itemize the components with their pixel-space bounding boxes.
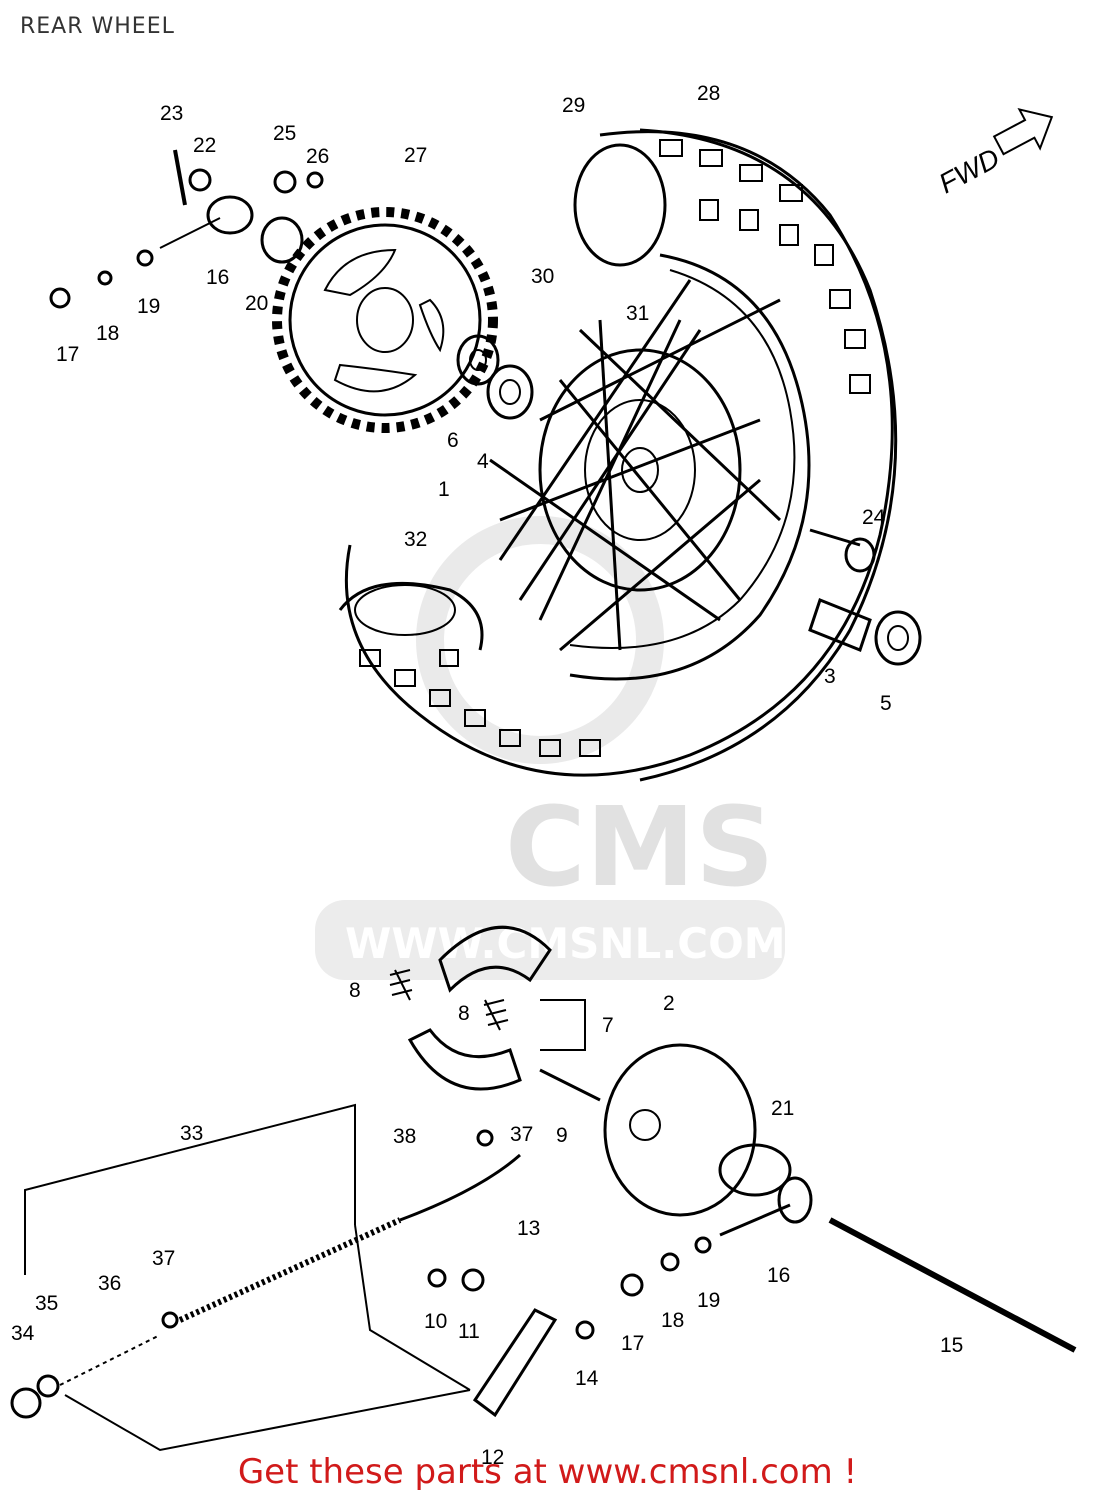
part-number-label: 18 [96, 322, 119, 345]
rear-wheel [338, 128, 898, 782]
part-number-label: 19 [697, 1289, 720, 1312]
part-number-label: 16 [767, 1264, 790, 1287]
part-number-label: 8 [458, 1002, 470, 1025]
part-number-label: 37 [510, 1123, 533, 1146]
part-number-label: 22 [193, 134, 216, 157]
part-number-label: 32 [404, 528, 427, 551]
part-number-label: 27 [404, 144, 427, 167]
fwd-label: FWD [934, 142, 1005, 199]
part-number-label: 18 [661, 1309, 684, 1332]
part-number-label: 11 [458, 1320, 480, 1343]
part-number-label: 5 [880, 692, 892, 715]
watermark: CMS WWW.CMSNL.COM [315, 516, 786, 980]
part-number-label: 9 [556, 1124, 568, 1147]
part-number-label: 20 [245, 292, 268, 315]
brake-assembly [10, 925, 1077, 1452]
part-number-label: 37 [152, 1247, 175, 1270]
part-number-label: 29 [562, 94, 585, 117]
diagram-title: REAR WHEEL [20, 14, 175, 39]
part-number-label: 4 [477, 450, 489, 473]
part-number-label: 31 [626, 302, 649, 325]
part-number-label: 15 [940, 1334, 963, 1357]
rear-sprocket [272, 207, 498, 433]
part-number-label: 14 [575, 1367, 599, 1390]
part-number-label: 17 [621, 1332, 644, 1355]
part-number-label: 25 [273, 122, 296, 145]
footer-link-text[interactable]: Get these parts at www.cmsnl.com ! [237, 1452, 858, 1492]
part-number-label: 2 [663, 992, 675, 1015]
part-number-label: 7 [602, 1014, 614, 1037]
part-number-label: 8 [349, 979, 361, 1002]
part-number-label: 21 [771, 1097, 794, 1120]
forward-arrow-icon: FWD [934, 107, 1054, 199]
part-number-label: 34 [11, 1322, 35, 1345]
part-number-label: 35 [35, 1292, 58, 1315]
part-number-label: 1 [438, 478, 450, 501]
part-number-label: 12 [481, 1446, 504, 1469]
part-number-label: 36 [98, 1272, 121, 1295]
part-number-label: 13 [517, 1217, 540, 1240]
part-number-label: 30 [531, 265, 554, 288]
part-number-label: 17 [56, 343, 79, 366]
watermark-brand: CMS [505, 783, 774, 911]
part-number-label: 16 [206, 266, 229, 289]
part-number-label: 38 [393, 1125, 416, 1148]
part-number-label: 26 [306, 145, 329, 168]
watermark-url: WWW.CMSNL.COM [345, 919, 786, 968]
part-number-label: 19 [137, 295, 160, 318]
part-number-label: 33 [180, 1122, 203, 1145]
part-number-label: 23 [160, 102, 183, 125]
hub-hardware [49, 149, 922, 666]
part-number-label: 10 [424, 1310, 447, 1333]
part-number-label: 6 [447, 429, 459, 452]
part-number-label: 3 [824, 665, 836, 688]
part-number-label: 24 [862, 506, 886, 529]
part-number-label: 28 [697, 82, 720, 105]
